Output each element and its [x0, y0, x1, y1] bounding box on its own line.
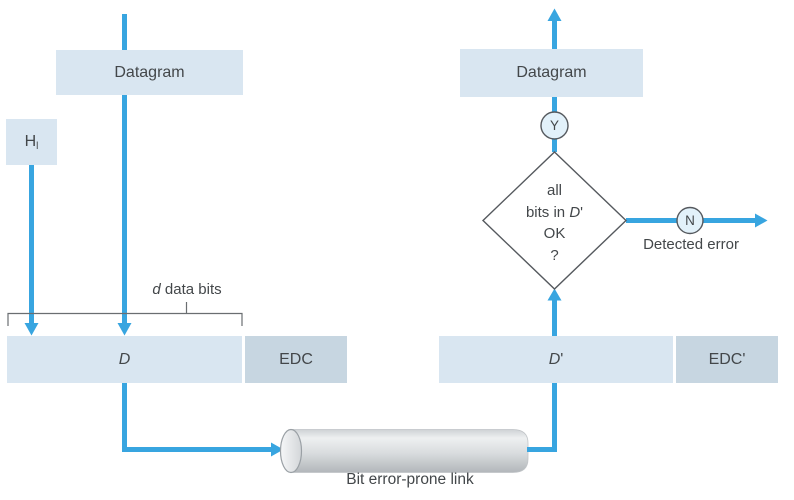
- yes-branch-label: Y: [549, 118, 559, 133]
- sender-data-box: D: [7, 336, 242, 383]
- receiver-data-box: D': [439, 336, 673, 383]
- arrowhead-into-link-icon: [271, 442, 284, 457]
- no-branch-label: N: [685, 213, 695, 228]
- sender-to-link-line: [122, 383, 272, 452]
- sender-datagram-label: Datagram: [114, 63, 185, 81]
- link-cylinder-cap: [279, 428, 303, 474]
- detected-error-label: Detected error: [643, 236, 739, 253]
- no-circle: [676, 206, 704, 235]
- arrowhead-into-decision-icon: [547, 288, 562, 301]
- d-bits-bracket: [7, 302, 243, 326]
- arrowhead-detected-error-icon: [755, 213, 768, 228]
- bit-error-prone-link-label: Bit error-prone link: [346, 471, 474, 488]
- decision-line-3: OK: [543, 225, 566, 242]
- sender-datagram-box: Datagram: [56, 50, 243, 95]
- sender-edc-label: EDC: [279, 350, 313, 368]
- link-header-label: Hl: [24, 132, 39, 152]
- decision-diamond: [481, 151, 628, 290]
- link-cylinder-body: [290, 429, 529, 473]
- receiver-edc-box: EDC': [676, 336, 778, 383]
- decision-question-text: all bits in D' OK ?: [494, 180, 615, 266]
- arrowhead-header-into-d-icon: [24, 323, 39, 336]
- link-header-box: Hl: [6, 119, 57, 165]
- receiver-datagram-box: Datagram: [460, 49, 643, 97]
- d-data-bits-label: d data bits: [152, 281, 222, 298]
- decision-line-4: ?: [550, 246, 559, 264]
- yes-circle: [540, 111, 569, 140]
- decision-line-1: all: [546, 182, 562, 199]
- sender-data-label: D: [118, 350, 131, 368]
- arrowhead-datagram-up-icon: [547, 8, 562, 21]
- receiver-datagram-label: Datagram: [516, 64, 587, 81]
- receiver-edc-label: EDC': [708, 350, 746, 368]
- receiver-data-label: D': [548, 350, 564, 368]
- link-to-receiver-line: [527, 383, 557, 452]
- decision-line-2: bits in D': [525, 203, 584, 221]
- sender-edc-box: EDC: [245, 336, 347, 383]
- arrowhead-datagram-into-d-icon: [117, 323, 132, 336]
